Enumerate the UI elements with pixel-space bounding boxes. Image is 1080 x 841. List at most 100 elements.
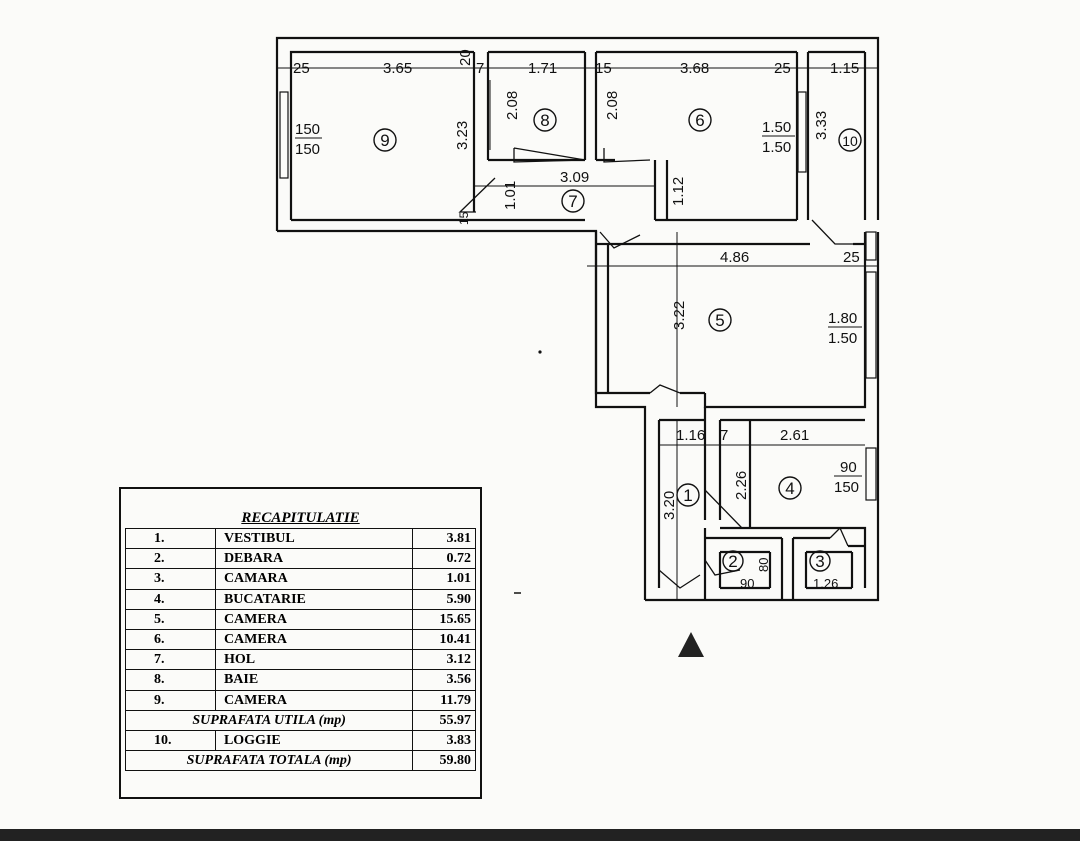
dim-label: 15	[595, 60, 612, 77]
dim-label: 1.50	[762, 119, 791, 136]
dim-label: 1.80	[828, 310, 857, 327]
dim-label: 20	[457, 49, 474, 66]
dim-label: 2.08	[604, 91, 621, 120]
row-number: 6.	[125, 628, 216, 651]
room-name: CAMERA	[214, 628, 414, 651]
room-number-4: 4	[785, 479, 794, 498]
row-number: 5.	[125, 608, 216, 630]
dim-label: 1.71	[528, 60, 557, 77]
row-number: 4.	[125, 588, 216, 610]
dim-label: 2.08	[504, 91, 521, 120]
dim-label: 1.26	[813, 576, 838, 591]
row-number: 8.	[125, 669, 216, 691]
dim-label: 3.20	[661, 491, 678, 520]
doors	[458, 147, 853, 589]
row-number: 9.	[125, 689, 216, 711]
room-number-8: 8	[540, 111, 549, 130]
room-number-6: 6	[695, 111, 704, 130]
dimension-lines	[277, 67, 878, 600]
dim-label: 3.68	[680, 60, 709, 77]
row-number: 2.	[125, 548, 216, 570]
dim-label: 90	[740, 576, 754, 591]
total-area-value: 59.80	[412, 750, 476, 772]
row-number: 7.	[125, 649, 216, 671]
dim-label: 3.09	[560, 169, 589, 186]
dimension-labels: 25 3.65 20 7 1.71 15 3.68 25 1.15 3.23 2…	[293, 49, 862, 591]
dim-label: 1.01	[502, 181, 519, 210]
dim-label: 150	[295, 121, 320, 138]
room-area: 11.79	[412, 689, 476, 711]
room-area: 10.41	[412, 628, 476, 651]
bottom-edge-bar	[0, 829, 1080, 841]
row-number: 10.	[125, 729, 216, 752]
dim-label: 1.50	[762, 139, 791, 156]
dim-label: 25	[774, 60, 791, 77]
total-area-label: SUPRAFATA TOTALA (mp)	[124, 750, 414, 772]
room-name: VESTIBUL	[214, 527, 414, 550]
recap-title: RECAPITULATIE	[241, 510, 360, 526]
room-name: DEBARA	[214, 548, 414, 570]
north-arrow-icon	[678, 632, 704, 657]
room-number-3: 3	[815, 552, 824, 571]
windows	[279, 91, 877, 501]
table-row: 10. LOGGIE 3.83	[125, 729, 476, 752]
walls	[275, 36, 880, 602]
room-name: BUCATARIE	[214, 588, 414, 610]
dim-label: 3.65	[383, 60, 412, 77]
dim-label: 1.16	[676, 427, 705, 444]
dim-label: 4.86	[720, 249, 749, 266]
dim-label: 3.33	[813, 111, 830, 140]
useful-area-value: 55.97	[412, 709, 476, 731]
room-number-9: 9	[380, 131, 389, 150]
dim-label: 80	[756, 558, 771, 572]
table-row: 2. DEBARA 0.72	[125, 548, 476, 570]
table-row: 7. HOL 3.12	[125, 649, 476, 671]
room-number-5: 5	[715, 311, 724, 330]
table-row: 8. BAIE 3.56	[125, 669, 476, 691]
room-area: 3.56	[412, 669, 476, 691]
dim-label: 2.61	[780, 427, 809, 444]
room-number-2: 2	[728, 552, 737, 571]
dim-label: 90	[840, 459, 857, 476]
dim-label: 7	[476, 60, 484, 77]
table-row: 3. CAMARA 1.01	[125, 568, 476, 590]
table-row: 6. CAMERA 10.41	[125, 628, 476, 651]
room-area: 1.01	[412, 568, 476, 590]
room-name: CAMERA	[214, 608, 414, 630]
dim-label: 1.12	[670, 177, 687, 206]
dim-label: 2.26	[733, 471, 750, 500]
table-row: 1. VESTIBUL 3.81	[125, 527, 476, 550]
table-row: 9. CAMERA 11.79	[125, 689, 476, 711]
table-row: 4. BUCATARIE 5.90	[125, 588, 476, 610]
total-area-row: SUPRAFATA TOTALA (mp) 59.80	[124, 750, 476, 772]
dim-label: 25	[293, 60, 310, 77]
table-row: 5. CAMERA 15.65	[125, 608, 476, 630]
recap-table: RECAPITULATIE 1. VESTIBUL 3.81 2. DEBARA…	[119, 487, 482, 799]
dim-label: 150	[295, 141, 320, 158]
dim-label: 25	[843, 249, 860, 266]
room-area: 3.83	[412, 729, 476, 752]
room-area: 0.72	[412, 548, 476, 570]
room-name: HOL	[214, 649, 414, 671]
room-name: CAMARA	[214, 568, 414, 590]
room-name: BAIE	[214, 669, 414, 691]
dim-label: 7	[720, 427, 728, 444]
useful-area-label: SUPRAFATA UTILA (mp)	[124, 709, 414, 731]
dim-label: 1.15	[830, 60, 859, 77]
room-area: 15.65	[412, 608, 476, 630]
dim-label: 150	[834, 479, 859, 496]
room-markers	[373, 108, 862, 572]
room-number-7: 7	[568, 192, 577, 211]
row-number: 1.	[125, 527, 216, 550]
area-table: 1. VESTIBUL 3.81 2. DEBARA 0.72 3. CAMAR…	[124, 527, 476, 772]
dim-label: 15	[457, 211, 471, 225]
room-number-10: 10	[842, 133, 858, 149]
dim-label: 3.22	[671, 301, 688, 330]
dim-label: 1.50	[828, 330, 857, 347]
room-numbers: 9 8 6 10 7 5 4 1 2 3	[380, 111, 858, 571]
room-area: 3.81	[412, 527, 476, 550]
room-number-1: 1	[683, 486, 692, 505]
room-area: 5.90	[412, 588, 476, 610]
room-area: 3.12	[412, 649, 476, 671]
